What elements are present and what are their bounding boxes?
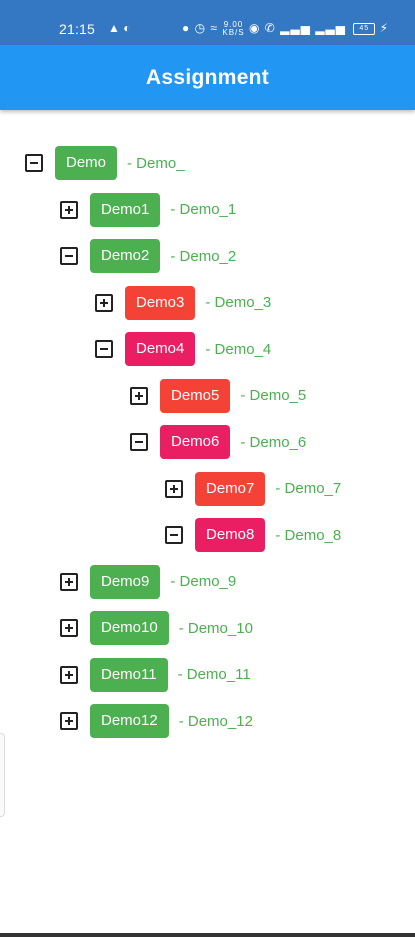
tree-node: Demo4 - Demo_4 [95, 332, 271, 366]
battery-level: 45 [359, 25, 370, 32]
node-description: - Demo_9 [170, 573, 237, 590]
expand-icon[interactable] [130, 386, 148, 405]
tree-node: Demo5 - Demo_5 [130, 378, 307, 413]
collapse-icon[interactable] [95, 340, 113, 358]
node-label-chip[interactable]: Demo9 [90, 564, 161, 599]
node-description: - Demo_3 [205, 294, 272, 311]
node-label-chip[interactable]: Demo12 [90, 704, 169, 738]
node-description: - Demo_7 [275, 480, 342, 497]
network-speed-value: 9.00 [223, 20, 244, 29]
tree-node: Demo10 - Demo_10 [60, 611, 253, 645]
whatsapp-icon: ◐ [123, 21, 131, 35]
collapse-icon[interactable] [165, 526, 183, 544]
battery-icon: 45 [353, 23, 376, 35]
node-label-chip[interactable]: Demo2 [90, 239, 161, 273]
signal-icon-2: ▂▃▅ [315, 21, 346, 36]
alarm-icon: ◷ [194, 21, 207, 36]
app-bar: Assignment [0, 45, 415, 110]
expand-icon[interactable] [60, 619, 78, 637]
node-description: - Demo_5 [240, 387, 307, 404]
node-description: - Demo_12 [178, 712, 253, 730]
tree-node: Demo6 - Demo_6 [130, 425, 306, 459]
node-label-chip[interactable]: Demo7 [195, 471, 266, 506]
tree-node: Demo12 - Demo_12 [60, 704, 253, 738]
node-label-chip[interactable]: Demo4 [125, 332, 196, 366]
collapse-icon[interactable] [60, 247, 78, 265]
charging-icon: ⚡ [379, 21, 390, 36]
node-description: - Demo_4 [205, 340, 272, 358]
expand-icon[interactable] [60, 572, 78, 591]
node-description: - Demo_1 [170, 201, 237, 218]
collapse-icon[interactable] [25, 154, 43, 172]
collapse-icon[interactable] [130, 433, 148, 451]
expand-icon[interactable] [60, 712, 78, 730]
node-label-chip[interactable]: Demo10 [90, 611, 169, 645]
tree-node: Demo9 - Demo_9 [60, 564, 237, 599]
tree-node: Demo2 - Demo_2 [60, 239, 236, 273]
expand-icon[interactable] [95, 293, 113, 312]
node-label-chip[interactable]: Demo5 [160, 378, 231, 413]
navigation-bar [0, 933, 415, 937]
node-description: - Demo_8 [275, 526, 342, 544]
snapchat-icon: ▲ [108, 21, 120, 35]
side-drawer-handle[interactable] [0, 733, 5, 817]
expand-icon[interactable] [165, 479, 183, 498]
node-label-chip[interactable]: Demo3 [125, 285, 196, 320]
node-label-chip[interactable]: Demo8 [195, 518, 266, 552]
page-title: Assignment [145, 66, 270, 89]
signal-icon: ▂▃▅ [280, 21, 311, 36]
wifi-icon: ◉ [248, 21, 261, 36]
node-label-chip[interactable]: Demo6 [160, 425, 231, 459]
status-time: 21:15 [59, 21, 96, 37]
expand-icon[interactable] [60, 200, 78, 219]
tree-node: Demo8 - Demo_8 [165, 518, 341, 552]
node-label-chip[interactable]: Demo11 [90, 657, 168, 692]
node-description: - Demo_ [127, 154, 185, 172]
tree-node: Demo7 - Demo_7 [165, 471, 342, 506]
node-description: - Demo_6 [240, 433, 307, 451]
vpn-icon: ● [182, 21, 191, 36]
vibrate-icon: ≈ [210, 21, 219, 36]
tree-node: Demo1 - Demo_1 [60, 192, 237, 227]
tree-node: Demo11 - Demo_11 [60, 657, 251, 692]
tree-node: Demo - Demo_ [25, 146, 185, 180]
node-label-chip[interactable]: Demo1 [90, 192, 161, 227]
network-speed-unit: KB/S [222, 28, 245, 37]
node-description: - Demo_2 [170, 247, 237, 265]
node-description: - Demo_11 [177, 666, 251, 683]
node-description: - Demo_10 [178, 619, 253, 637]
notification-icons: ▲ ◐ [108, 21, 130, 35]
node-label-chip[interactable]: Demo [55, 146, 118, 180]
tree-node: Demo3 - Demo_3 [95, 285, 272, 320]
expand-icon[interactable] [60, 665, 78, 684]
call-icon: ✆ [264, 21, 276, 36]
